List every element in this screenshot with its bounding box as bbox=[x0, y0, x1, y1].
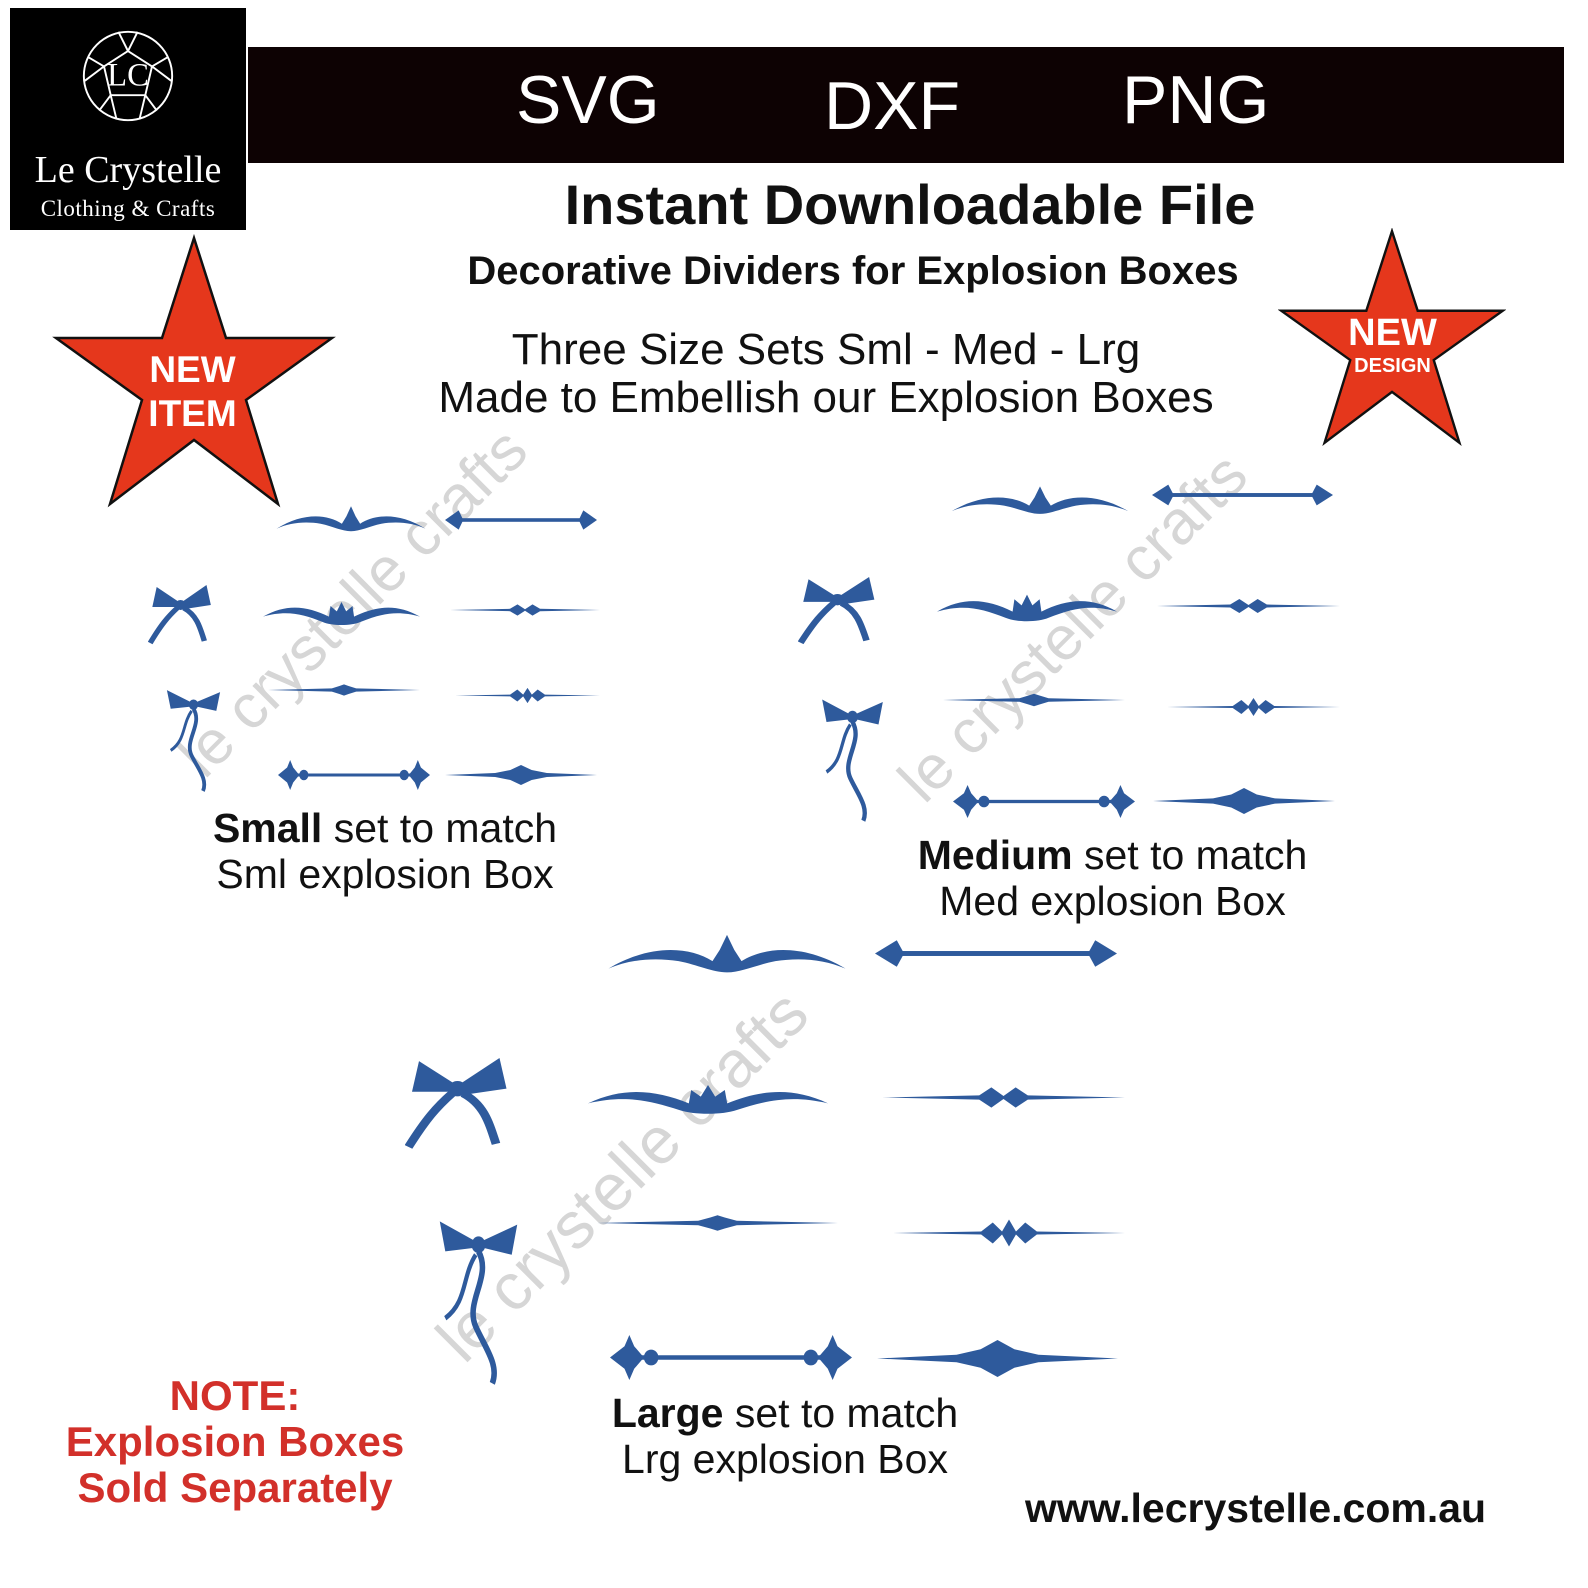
bow-icon bbox=[148, 585, 213, 645]
website-link[interactable]: www.lecrystelle.com.au bbox=[1025, 1485, 1487, 1531]
description-line: Three Size Sets Sml - Med - Lrg bbox=[511, 325, 1141, 374]
note: NOTE: Explosion Boxes Sold Separately bbox=[40, 1373, 430, 1511]
arrow-divider bbox=[445, 510, 597, 530]
subheadline: Decorative Dividers for Explosion Boxes bbox=[467, 249, 1239, 293]
fleur-divider bbox=[953, 785, 1135, 818]
crown-swoosh-divider bbox=[588, 1085, 828, 1114]
swoosh-divider bbox=[608, 934, 846, 973]
headline: Instant Downloadable File bbox=[564, 173, 1256, 236]
format-png: PNG bbox=[1122, 62, 1270, 138]
svg-text:LC: LC bbox=[107, 58, 149, 94]
new-design-badge: NEW DESIGN bbox=[1330, 312, 1455, 378]
bow-icon bbox=[405, 1058, 510, 1150]
brand-logo: LC Le Crystelle Clothing & Crafts bbox=[10, 8, 246, 230]
format-banner: SVG DXF PNG bbox=[248, 47, 1564, 163]
diamond-divider bbox=[455, 687, 600, 704]
spindle-divider bbox=[597, 1215, 838, 1231]
format-dxf: DXF bbox=[824, 68, 960, 144]
note-text: Explosion Boxes bbox=[65, 1418, 405, 1465]
badge-line: ITEM bbox=[148, 393, 237, 434]
new-item-star-icon bbox=[52, 234, 336, 508]
large-set-caption: Large set to match Lrg explosion Box bbox=[580, 1390, 990, 1482]
crystal-monogram-icon: LC bbox=[82, 30, 174, 122]
caption-text: Lrg explosion Box bbox=[622, 1436, 948, 1482]
crown-swoosh-divider bbox=[263, 602, 420, 625]
crown-swoosh-divider bbox=[937, 594, 1117, 622]
arrow-divider bbox=[875, 940, 1117, 967]
badge-line: DESIGN bbox=[1354, 355, 1431, 377]
badge-line: NEW bbox=[149, 349, 236, 390]
spindle-divider bbox=[268, 684, 420, 696]
brand-tagline: Clothing & Crafts bbox=[40, 196, 216, 221]
fleur-divider bbox=[278, 760, 430, 790]
arrow-divider bbox=[1152, 484, 1333, 506]
medium-set-caption: Medium set to match Med explosion Box bbox=[890, 832, 1335, 924]
swoosh-divider bbox=[276, 506, 426, 532]
bow-ribbon-icon bbox=[165, 688, 222, 792]
description-line: Made to Embellish our Explosion Boxes bbox=[438, 373, 1214, 422]
spindle-divider bbox=[943, 693, 1125, 707]
badge-line: NEW bbox=[1348, 312, 1437, 354]
bow-ribbon-icon bbox=[820, 697, 885, 822]
diamond-divider bbox=[1153, 788, 1335, 814]
format-svg: SVG bbox=[516, 62, 660, 138]
brand-name: Le Crystelle bbox=[34, 149, 222, 191]
caption-bold: Large bbox=[611, 1390, 724, 1436]
new-design-star-icon bbox=[1278, 228, 1506, 446]
swoosh-divider bbox=[951, 486, 1129, 514]
caption-text: Sml explosion Box bbox=[216, 851, 554, 897]
spindle-divider bbox=[450, 604, 600, 616]
description: Three Size Sets Sml - Med - Lrg Made to … bbox=[0, 326, 1588, 422]
caption-text: Med explosion Box bbox=[939, 878, 1286, 924]
diamond-divider bbox=[445, 765, 597, 785]
diamond-divider bbox=[877, 1340, 1118, 1377]
note-text: Sold Separately bbox=[77, 1464, 393, 1511]
caption-text: set to match bbox=[322, 805, 558, 851]
bow-icon bbox=[798, 577, 877, 645]
new-item-badge: NEW ITEM bbox=[120, 348, 265, 436]
small-set-caption: Small set to match Sml explosion Box bbox=[180, 805, 590, 897]
spindle-divider bbox=[882, 1087, 1125, 1108]
caption-bold: Medium bbox=[917, 832, 1073, 878]
fleur-divider bbox=[610, 1335, 852, 1380]
spindle-divider bbox=[1157, 599, 1340, 613]
caption-bold: Small bbox=[212, 805, 323, 851]
diamond-divider bbox=[893, 1219, 1125, 1247]
bow-ribbon-icon bbox=[437, 1218, 520, 1385]
note-title: NOTE: bbox=[169, 1372, 301, 1419]
caption-text: set to match bbox=[1072, 832, 1308, 878]
caption-text: set to match bbox=[723, 1390, 959, 1436]
diamond-divider bbox=[1167, 698, 1340, 716]
